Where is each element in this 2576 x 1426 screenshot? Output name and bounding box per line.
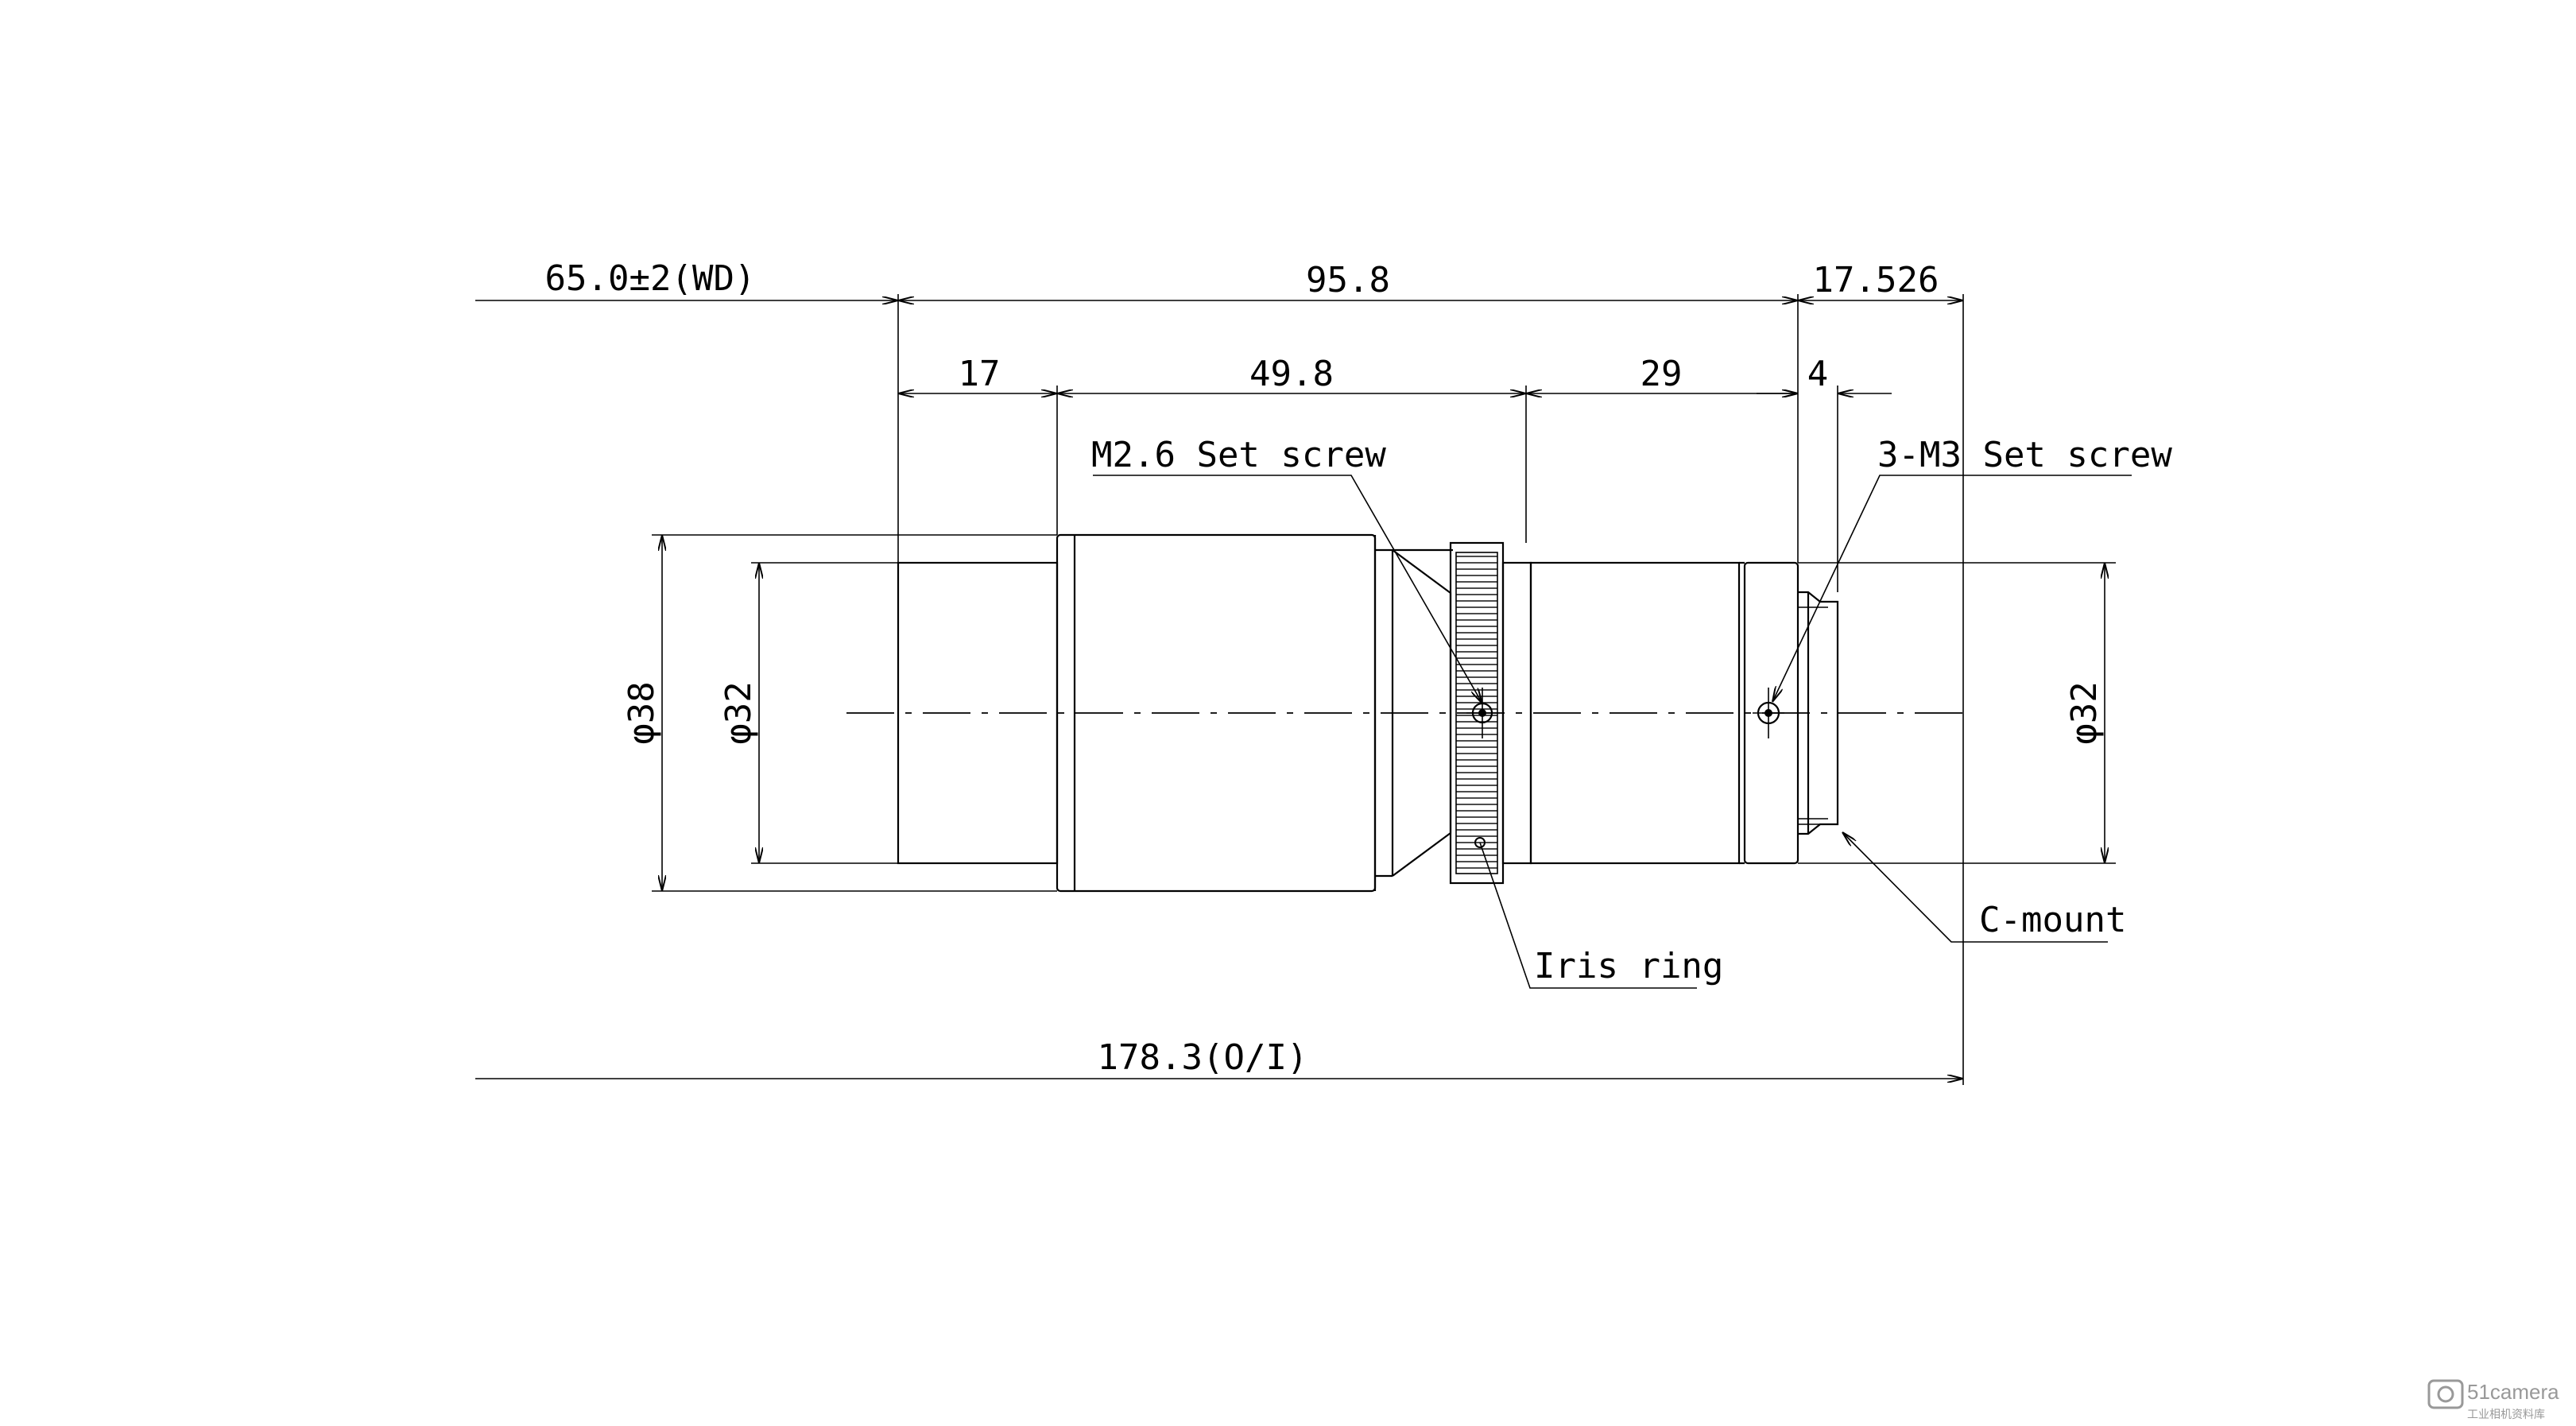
m26-leader bbox=[1093, 475, 1482, 703]
c-mount-leader bbox=[1842, 832, 2108, 943]
dim-flange-back: 17.526 bbox=[1813, 260, 1939, 300]
watermark-brand: 51camera bbox=[2467, 1380, 2559, 1404]
dim-phi32-rear: φ32 bbox=[2064, 681, 2105, 744]
dim-mount-thread: 4 bbox=[1807, 354, 1829, 394]
camera-logo-icon bbox=[2427, 1379, 2464, 1409]
lens-body bbox=[897, 533, 1839, 893]
dim-phi32-front: φ32 bbox=[719, 681, 759, 744]
dim-working-distance: 65.0±2(WD) bbox=[545, 258, 756, 299]
dim-main-barrel: 49.8 bbox=[1249, 354, 1334, 394]
dim-phi38: φ38 bbox=[622, 681, 662, 744]
mount-ring bbox=[1743, 561, 1799, 865]
m3-set-screw-icon bbox=[1753, 688, 1784, 738]
iris-ring-leader bbox=[1479, 842, 1697, 989]
callout-iris-ring: Iris ring bbox=[1534, 946, 1723, 986]
callout-c-mount: C-mount bbox=[1979, 900, 2126, 940]
callout-m3-set-screw: 3-M3 Set screw bbox=[1877, 435, 2172, 475]
dim-total-length: 178.3(O/I) bbox=[1098, 1037, 1308, 1078]
c-mount-thread bbox=[1798, 591, 1839, 835]
dim-rear-barrel: 29 bbox=[1641, 354, 1683, 394]
extension-lines bbox=[652, 294, 2116, 1085]
callout-m26-set-screw: M2.6 Set screw bbox=[1091, 435, 1386, 475]
dim-overall-body: 95.8 bbox=[1306, 260, 1390, 300]
dim-front-barrel: 17 bbox=[959, 354, 1001, 394]
watermark-sub: 工业相机资料库 bbox=[2467, 1408, 2545, 1420]
watermark-logo: 51camera 工业相机资料库 bbox=[2427, 1379, 2559, 1420]
m3-leader bbox=[1772, 475, 2132, 702]
